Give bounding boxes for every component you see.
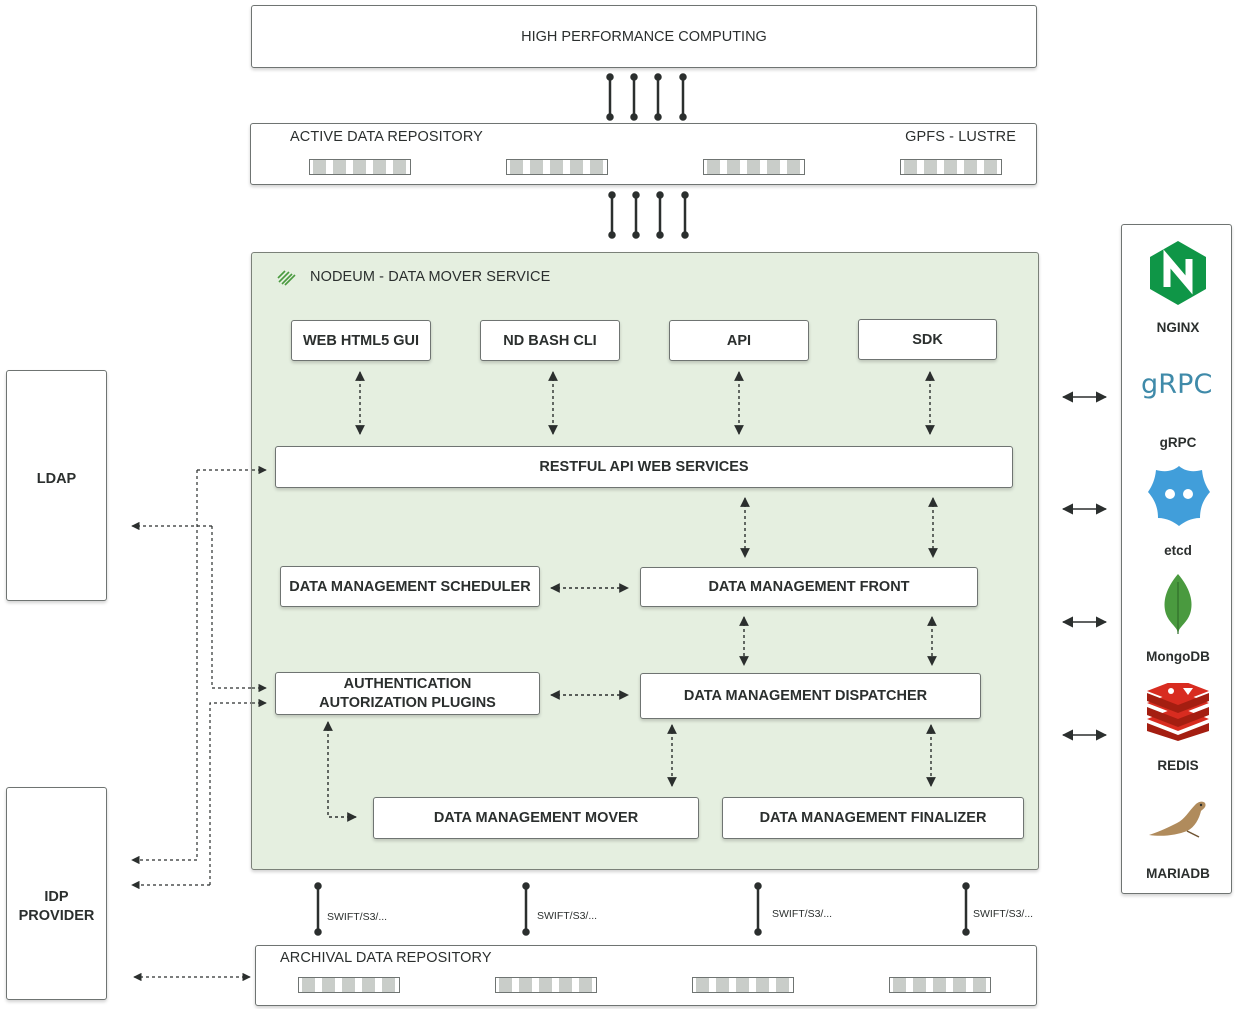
protocol-label: SWIFT/S3/... [327, 911, 388, 923]
tech-name: gRPC [1159, 435, 1197, 450]
restful-api-box: RESTFUL API WEB SERVICES [275, 446, 1013, 488]
web-gui-label: WEB HTML5 GUI [303, 332, 419, 349]
protocol-label: SWIFT/S3/... [772, 908, 833, 920]
storage-drive-icon [495, 977, 597, 993]
api-box: API [669, 320, 809, 361]
hpc-box: HIGH PERFORMANCE COMPUTING [251, 5, 1037, 68]
front-label: DATA MANAGEMENT FRONT [708, 579, 910, 595]
finalizer-label: DATA MANAGEMENT FINALIZER [759, 810, 987, 826]
dispatcher-box: DATA MANAGEMENT DISPATCHER [640, 673, 981, 719]
storage-drive-icon [309, 159, 411, 175]
dispatcher-label: DATA MANAGEMENT DISPATCHER [683, 688, 928, 704]
protocol-label: SWIFT/S3/... [973, 908, 1034, 920]
tech-name: MongoDB [1146, 649, 1210, 664]
storage-drive-icon [506, 159, 608, 175]
bash-cli-label: ND BASH CLI [503, 332, 597, 349]
auth-line2: AUTORIZATION PLUGINS [319, 694, 496, 711]
idp-line2: PROVIDER [18, 907, 95, 924]
archival-repo-title: ARCHIVAL DATA REPOSITORY [280, 950, 492, 966]
redis-logo-icon [1145, 679, 1211, 741]
etcd-logo-icon [1146, 462, 1212, 528]
tech-name: NGINX [1156, 320, 1200, 335]
mover-box: DATA MANAGEMENT MOVER [373, 797, 699, 839]
ldap-label: LDAP [36, 470, 77, 487]
sdk-box: SDK [858, 319, 997, 360]
bash-cli-box: ND BASH CLI [480, 320, 620, 361]
finalizer-box: DATA MANAGEMENT FINALIZER [722, 797, 1024, 839]
auth-line1: AUTHENTICATION [343, 675, 472, 692]
ldap-box: LDAP [6, 370, 107, 601]
active-repo-box: ACTIVE DATA REPOSITORY GPFS - LUSTRE [250, 123, 1037, 185]
external-auth-arrows [131, 465, 267, 982]
storage-drive-icon [889, 977, 991, 993]
storage-drive-icon [298, 977, 400, 993]
scheduler-label: DATA MANAGEMENT SCHEDULER [289, 578, 531, 595]
tech-stack-panel [1121, 224, 1232, 894]
mariadb-logo-icon [1147, 797, 1209, 839]
nodeum-title: NODEUM - DATA MOVER SERVICE [310, 269, 551, 285]
grpc-logo-text: gRPC [1141, 369, 1213, 400]
active-repo-title: ACTIVE DATA REPOSITORY [290, 129, 483, 145]
grpc-logo-icon: gRPC [1141, 369, 1221, 403]
web-gui-box: WEB HTML5 GUI [291, 320, 431, 361]
restful-api-label: RESTFUL API WEB SERVICES [539, 459, 749, 475]
tech-name: REDIS [1157, 758, 1199, 773]
idp-provider-box: IDP PROVIDER [6, 787, 107, 1000]
tech-name: MARIADB [1146, 866, 1210, 881]
sdk-label: SDK [912, 331, 943, 348]
hpc-title: HIGH PERFORMANCE COMPUTING [521, 28, 767, 45]
storage-drive-icon [703, 159, 805, 175]
auth-plugins-box: AUTHENTICATION AUTORIZATION PLUGINS [275, 672, 540, 715]
idp-line1: IDP [44, 888, 69, 905]
mover-label: DATA MANAGEMENT MOVER [433, 810, 639, 826]
mongodb-logo-icon [1160, 572, 1196, 636]
front-box: DATA MANAGEMENT FRONT [640, 567, 978, 607]
tech-stack-arrows [1061, 391, 1108, 741]
storage-drive-icon [900, 159, 1002, 175]
nodeum-logo-icon [277, 268, 297, 286]
tech-name: etcd [1164, 543, 1192, 558]
archival-links [314, 882, 970, 936]
scheduler-box: DATA MANAGEMENT SCHEDULER [280, 566, 540, 607]
hpc-links [606, 73, 687, 121]
archival-repo-box: ARCHIVAL DATA REPOSITORY [255, 945, 1037, 1006]
protocol-label: SWIFT/S3/... [537, 910, 598, 922]
nginx-logo-icon [1147, 239, 1209, 307]
repo-links [608, 191, 689, 239]
api-label: API [726, 332, 752, 349]
storage-drive-icon [692, 977, 794, 993]
active-repo-fs: GPFS - LUSTRE [905, 129, 1016, 145]
